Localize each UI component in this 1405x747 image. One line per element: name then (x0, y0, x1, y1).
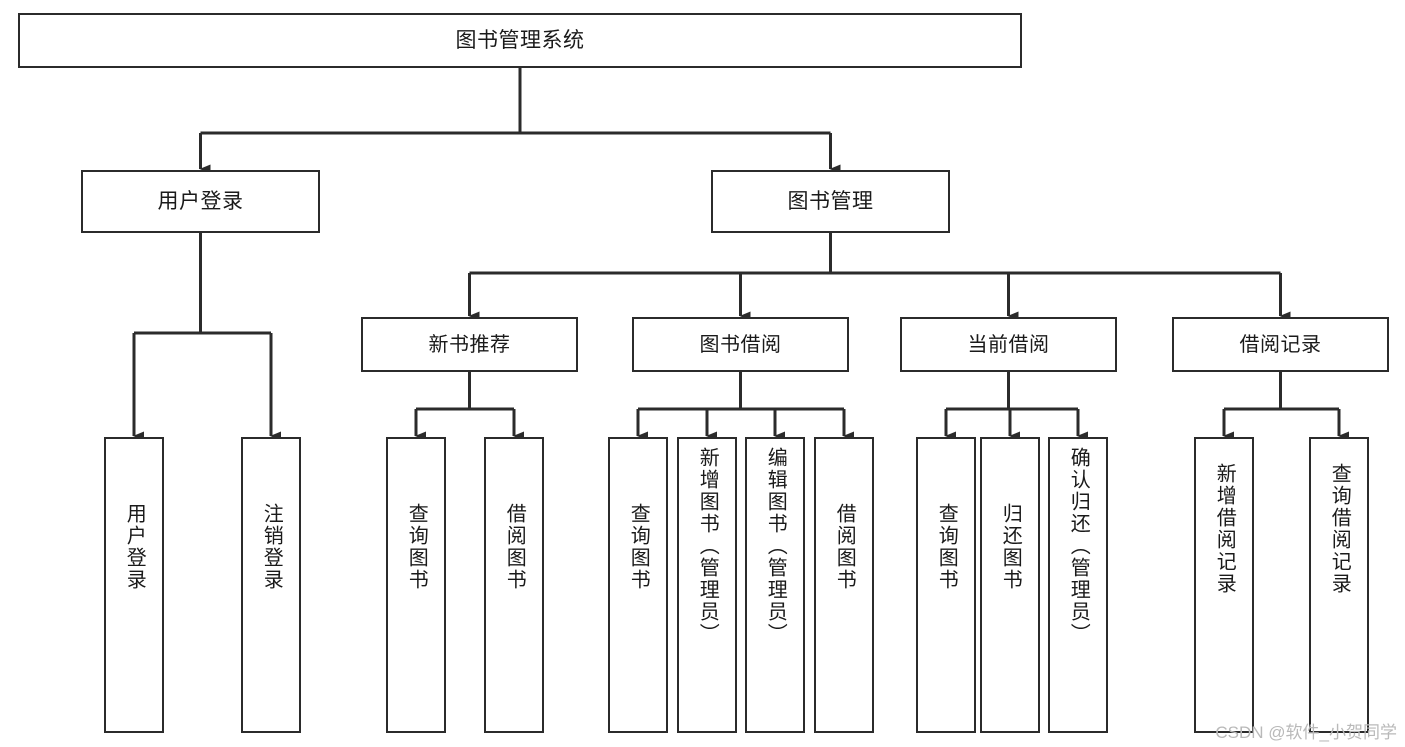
node-label: 查询图书 (627, 503, 650, 591)
node-label: 用户登录 (123, 503, 146, 591)
node-leaf-borrow-2[interactable]: 新增图书（管理员） (677, 437, 737, 733)
node-leaf-cur-1[interactable]: 查询图书 (916, 437, 976, 733)
node-label: 新增借阅记录 (1213, 463, 1236, 595)
node-label: 归还图书 (999, 503, 1022, 591)
node-label: 新增图书（管理员） (696, 447, 719, 645)
node-leaf-login-2[interactable]: 注销登录 (241, 437, 301, 733)
node-label: 图书管理 (787, 189, 874, 213)
node-leaf-borrow-4[interactable]: 借阅图书 (814, 437, 874, 733)
node-label: 当前借阅 (967, 333, 1050, 356)
node-label: 新书推荐 (428, 333, 511, 356)
node-root[interactable]: 图书管理系统 (18, 13, 1022, 68)
node-leaf-rec-1[interactable]: 新增借阅记录 (1194, 437, 1254, 733)
node-leaf-new-1[interactable]: 查询图书 (386, 437, 446, 733)
node-leaf-cur-2[interactable]: 归还图书 (980, 437, 1040, 733)
node-newbook[interactable]: 新书推荐 (361, 317, 578, 372)
node-label: 图书借阅 (699, 333, 782, 356)
node-label: 查询借阅记录 (1328, 463, 1351, 595)
node-label: 编辑图书（管理员） (764, 447, 787, 645)
node-label: 借阅记录 (1239, 333, 1322, 356)
watermark-text: CSDN @软件_小贺同学 (1215, 723, 1397, 742)
node-label: 借阅图书 (503, 503, 526, 591)
node-label: 图书管理系统 (455, 28, 585, 52)
node-label: 用户登录 (157, 189, 244, 213)
node-records[interactable]: 借阅记录 (1172, 317, 1389, 372)
node-label: 查询图书 (935, 503, 958, 591)
node-leaf-new-2[interactable]: 借阅图书 (484, 437, 544, 733)
node-current[interactable]: 当前借阅 (900, 317, 1117, 372)
node-leaf-borrow-1[interactable]: 查询图书 (608, 437, 668, 733)
node-leaf-cur-3[interactable]: 确认归还（管理员） (1048, 437, 1108, 733)
node-login[interactable]: 用户登录 (81, 170, 320, 233)
node-label: 确认归还（管理员） (1067, 447, 1090, 645)
node-borrow[interactable]: 图书借阅 (632, 317, 849, 372)
node-leaf-borrow-3[interactable]: 编辑图书（管理员） (745, 437, 805, 733)
node-leaf-login-1[interactable]: 用户登录 (104, 437, 164, 733)
node-label: 借阅图书 (833, 503, 856, 591)
node-label: 注销登录 (260, 503, 283, 591)
node-leaf-rec-2[interactable]: 查询借阅记录 (1309, 437, 1369, 733)
node-label: 查询图书 (405, 503, 428, 591)
node-bookmgmt[interactable]: 图书管理 (711, 170, 950, 233)
